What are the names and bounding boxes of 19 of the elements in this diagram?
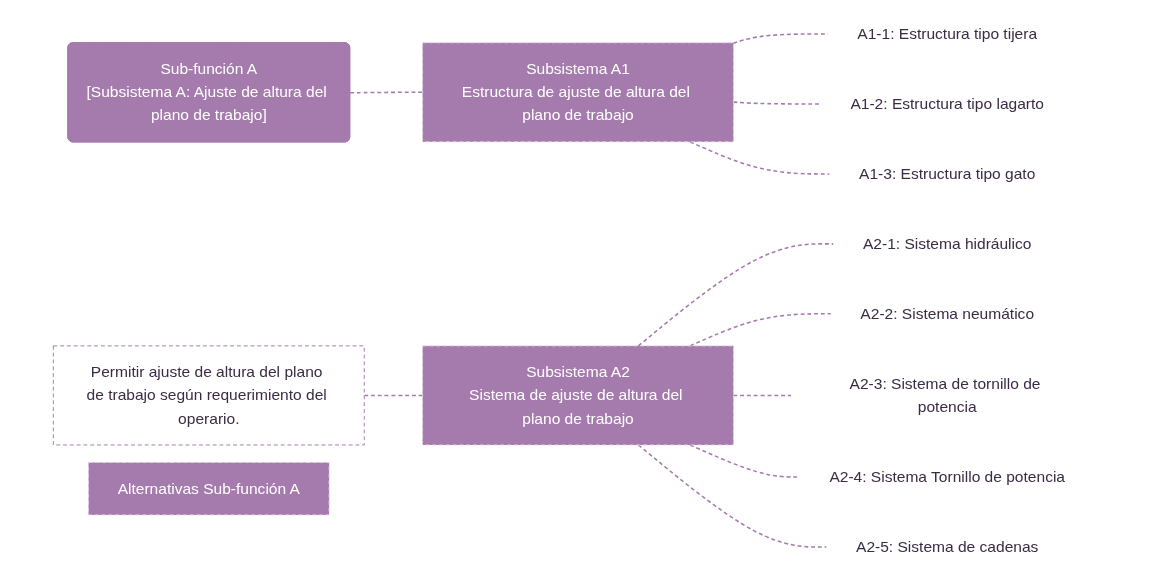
node-text: A1-2: Estructura tipo lagarto bbox=[849, 95, 1044, 112]
node-text: A1-1: Estructura tipo tijera bbox=[856, 25, 1037, 42]
connector bbox=[688, 141, 831, 175]
connector bbox=[348, 91, 423, 94]
node-box: Permitir ajuste de altura del plano de trabajo según requerimiento del operario. bbox=[52, 345, 365, 446]
node-text: A1-3: Estructura tipo gato bbox=[858, 165, 1035, 182]
node-text: A2-1: Sistema hidráulico bbox=[862, 235, 1031, 252]
node-text: A2-3: Sistema de tornillo de potencia bbox=[849, 375, 1041, 415]
node-box: Subsistema A2 Sistema de ajuste de altura del plano de trabajo bbox=[421, 345, 734, 446]
connector bbox=[732, 394, 793, 397]
connector bbox=[362, 394, 423, 397]
node-text: A2-5: Sistema de cadenas bbox=[855, 538, 1038, 555]
node-text: A2-2: Sistema neumático bbox=[859, 305, 1034, 322]
node-text: A2-4: Sistema Tornillo de potencia bbox=[828, 468, 1065, 485]
node-box: Alternativas Sub-función A bbox=[87, 462, 330, 516]
connector bbox=[732, 101, 822, 105]
connector bbox=[637, 243, 835, 347]
connector bbox=[637, 444, 828, 548]
node-box: Subsistema A1 Estructura de ajuste de altura del plano de trabajo bbox=[421, 42, 734, 143]
